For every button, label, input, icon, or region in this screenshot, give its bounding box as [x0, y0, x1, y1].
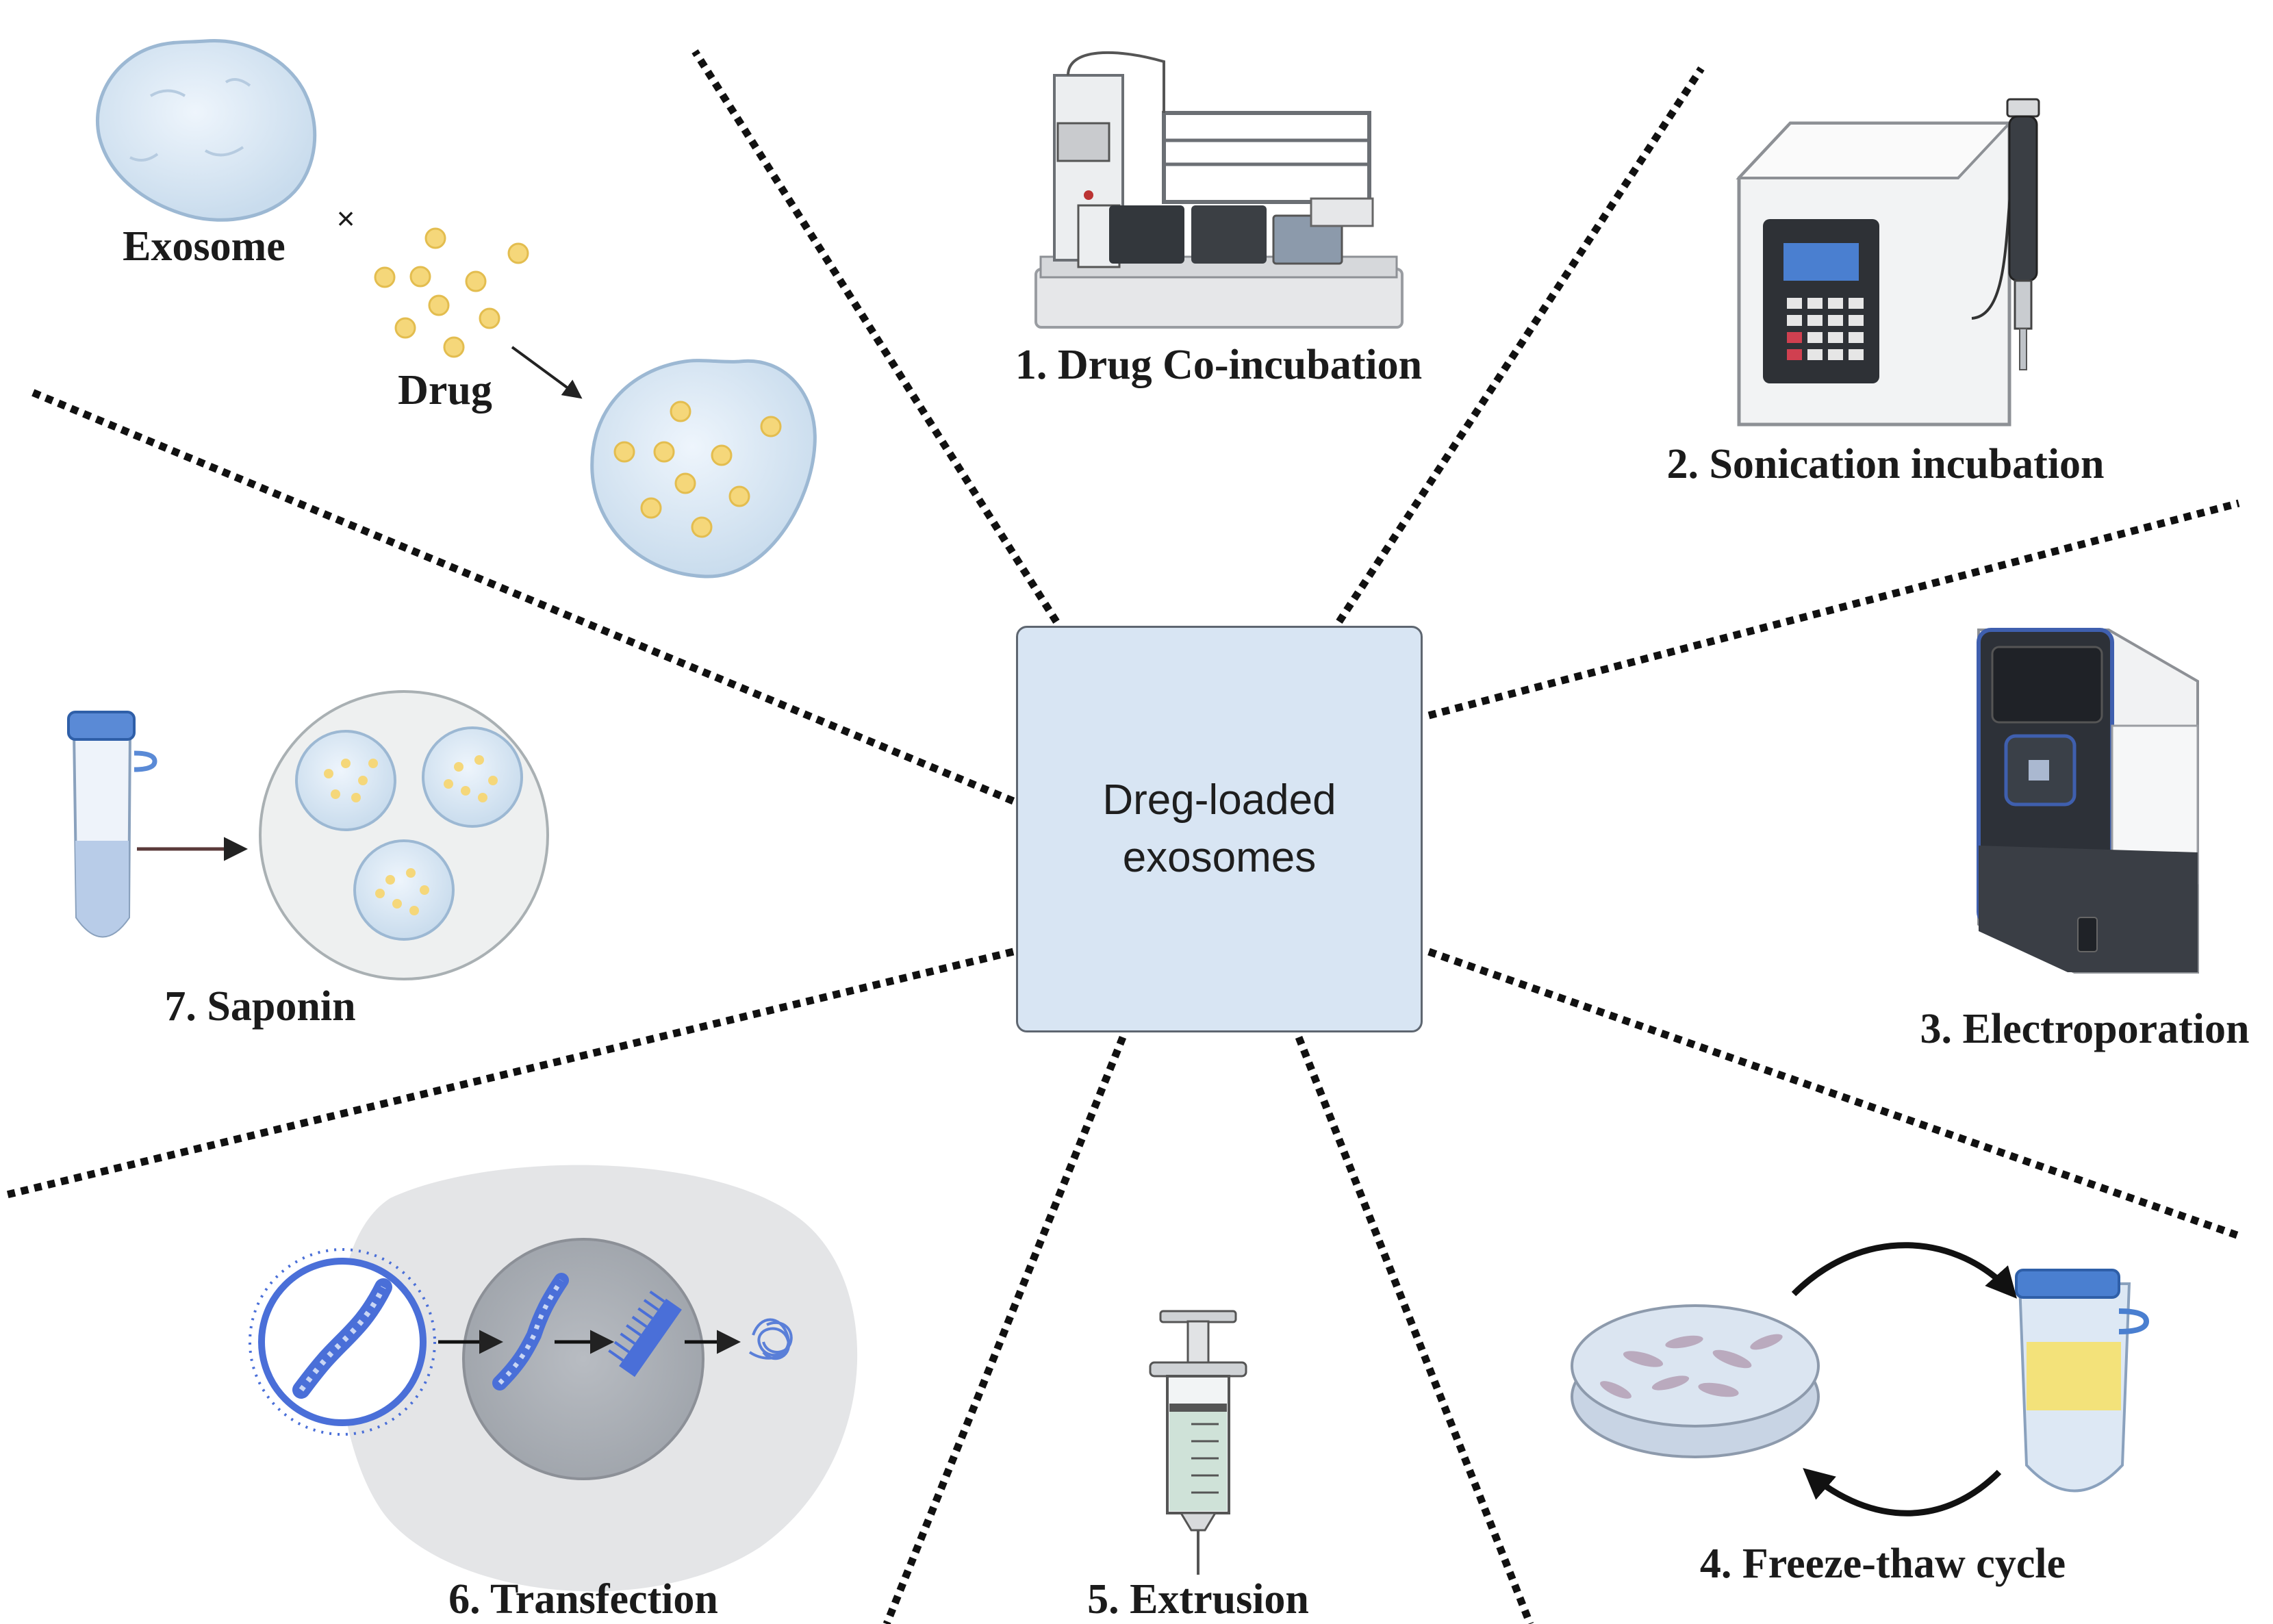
divider-line-right-upper [1427, 499, 2240, 720]
divider-line-right-lower [1427, 948, 2240, 1240]
method-label-5: 5. Extrusion [1087, 1576, 1309, 1623]
drug-label: Drug [398, 367, 492, 414]
method-label-7: 7. Saponin [164, 983, 355, 1030]
divider-line-left-lower [5, 948, 1015, 1199]
loaded-exosome-icon [590, 359, 817, 579]
electroporator-icon [1977, 628, 2199, 974]
method-label-4: 4. Freeze-thaw cycle [1700, 1540, 2066, 1587]
method-label-3: 3. Electroporation [1920, 1006, 2249, 1052]
divider-line-bottom-left [882, 1035, 1127, 1624]
liquid-handler-icon [1034, 51, 1404, 329]
nucleus-icon [462, 1238, 704, 1480]
freeze-arrow [1791, 1242, 2017, 1299]
drug-loading-arrow [511, 346, 583, 399]
center-box: Dreg-loaded exosomes [1016, 626, 1423, 1032]
method-label-2: 2. Sonication incubation [1666, 441, 2104, 487]
drug-particles [374, 227, 529, 358]
petri-dish-and-tube-icon [1571, 1269, 2150, 1493]
cell-transfection-icon [249, 1165, 858, 1592]
times-symbol: × [337, 201, 355, 236]
thaw-arrow [1803, 1468, 2002, 1517]
saponin-tube-icon [67, 711, 157, 938]
divider-lines [5, 49, 2240, 1624]
center-label-line-2: exosomes [1122, 834, 1317, 881]
method-label-6: 6. Transfection [448, 1576, 718, 1623]
divider-line-top-left [691, 49, 1060, 624]
sonicator-icon [1736, 98, 2040, 427]
permeabilized-exosomes-icon [259, 690, 549, 980]
divider-line-bottom-right [1295, 1035, 1534, 1624]
divider-line-top-right [1336, 66, 1705, 624]
exosome-label: Exosome [123, 223, 285, 270]
divider-line-left-upper [25, 386, 1015, 805]
method-label-1: 1. Drug Co-incubation [1015, 342, 1422, 388]
syringe-icon [1149, 1310, 1247, 1575]
center-label-line-1: Dreg-loaded [1102, 776, 1336, 824]
exosome-icon [95, 38, 317, 222]
